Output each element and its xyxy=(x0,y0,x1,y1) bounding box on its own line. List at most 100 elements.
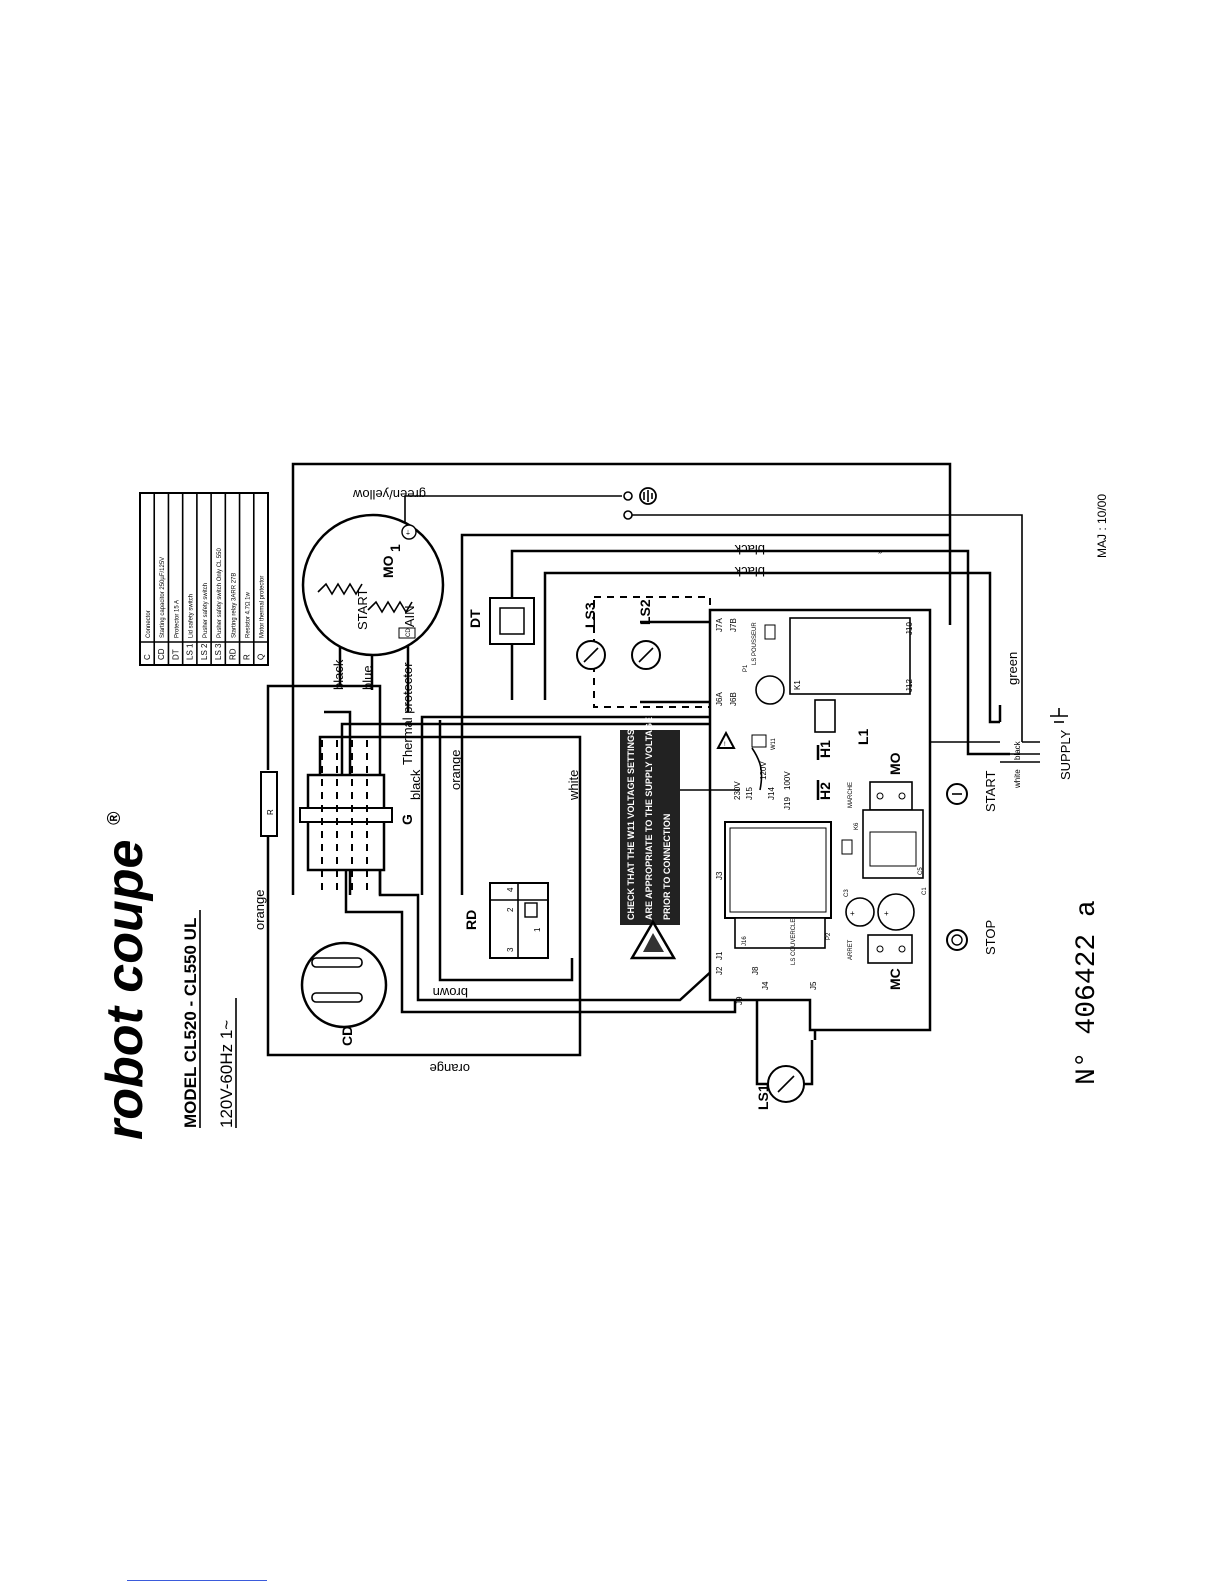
stop-label: STOP xyxy=(983,920,998,955)
legend-code: R xyxy=(243,654,252,660)
ls-switch-box: LS3 LS2 xyxy=(576,596,711,708)
svg-text:J15: J15 xyxy=(745,787,754,800)
warning-line-3: PRIOR TO CONNECTION xyxy=(662,814,672,920)
warning-line-2: ARE APPROPRIATE TO THE SUPPLY VOLTAGE xyxy=(644,717,654,920)
svg-text:black: black xyxy=(1013,740,1022,760)
svg-text:J3: J3 xyxy=(715,871,724,880)
svg-text:MARCHE: MARCHE xyxy=(848,782,854,808)
label-cd: CD xyxy=(339,1026,355,1046)
svg-text:LS COUVERCLE: LS COUVERCLE xyxy=(791,919,797,965)
warning-line-1: CHECK THAT THE W11 VOLTAGE SETTINGS xyxy=(626,729,636,920)
svg-text:blue: blue xyxy=(360,665,375,690)
svg-text:J4: J4 xyxy=(761,981,770,990)
svg-text:C5: C5 xyxy=(918,867,924,875)
svg-text:K1: K1 xyxy=(793,680,802,690)
label-rd: RD xyxy=(463,910,479,930)
supply-label: SUPPLY xyxy=(1058,729,1073,780)
svg-text:H2: H2 xyxy=(817,782,833,800)
svg-text:J5: J5 xyxy=(809,981,818,990)
svg-text:black: black xyxy=(408,769,423,800)
legend-description: Resistor 4.7Ω 1w xyxy=(246,591,252,638)
label-ls1: LS1 xyxy=(755,1084,771,1110)
label-dt: DT xyxy=(467,609,483,628)
svg-text:+: + xyxy=(850,909,855,918)
ground-symbol-top xyxy=(639,487,657,505)
legend-code: Q xyxy=(257,654,266,660)
svg-text:2: 2 xyxy=(506,907,515,912)
document-number: N° 406422 a xyxy=(1072,900,1103,1085)
svg-text:P2: P2 xyxy=(826,932,832,940)
connector-g: G xyxy=(299,740,415,895)
relay-rd: 4 2 1 3 RD xyxy=(463,882,549,959)
svg-text:green: green xyxy=(1005,652,1020,685)
svg-text:J6B: J6B xyxy=(729,692,738,706)
legend-code: LS 2 xyxy=(200,643,209,660)
model-title: MODEL CL520 - CL550 UL xyxy=(181,918,200,1128)
start-label: START xyxy=(983,771,998,812)
capacitor-cd: CD xyxy=(300,941,388,1046)
legend-description: Pusher safety switch Only CL 550 xyxy=(217,548,223,638)
svg-text:!: ! xyxy=(724,742,726,748)
wire-labels: green/yellow black black » black blue Th… xyxy=(252,487,1022,1076)
svg-text:LS POUSSEUR: LS POUSSEUR xyxy=(752,622,758,665)
legend-description: Starting capacitor 250µF/125V xyxy=(160,557,166,638)
svg-text:J14: J14 xyxy=(767,787,776,800)
svg-text:J2: J2 xyxy=(715,966,724,975)
svg-text:white: white xyxy=(566,770,581,801)
svg-text:C1: C1 xyxy=(922,887,928,895)
motor-phase: 1 xyxy=(387,544,403,552)
svg-text:+: + xyxy=(884,909,889,918)
svg-text:L1: L1 xyxy=(855,728,871,745)
legend-code: DT xyxy=(171,649,180,660)
svg-text:120V: 120V xyxy=(759,761,768,780)
legend-description: Starting relay 3ARR 27B xyxy=(231,573,237,638)
svg-text:J16: J16 xyxy=(742,936,748,946)
supply: SUPPLY xyxy=(1050,708,1073,780)
svg-text:J10: J10 xyxy=(905,622,914,635)
label-ls3: LS3 xyxy=(582,602,598,628)
svg-text:J9: J9 xyxy=(735,996,744,1005)
svg-text:MC: MC xyxy=(887,968,903,990)
svg-text:orange: orange xyxy=(430,1061,470,1076)
legend-description: Lid safety switch xyxy=(189,594,195,638)
legend-code: C xyxy=(143,654,152,660)
svg-text:J7A: J7A xyxy=(715,618,724,632)
legend-code: LS 3 xyxy=(214,643,223,660)
svg-text:orange: orange xyxy=(252,890,267,930)
svg-text:orange: orange xyxy=(448,750,463,790)
svg-text:green/yellow: green/yellow xyxy=(352,487,426,502)
legend-description: Pusher safety switch xyxy=(203,583,209,638)
resistor-r: R xyxy=(260,771,278,837)
svg-text:J12: J12 xyxy=(905,679,914,692)
svg-text:brown: brown xyxy=(433,985,468,1000)
svg-text:MO: MO xyxy=(887,752,903,775)
svg-text:J7B: J7B xyxy=(729,618,738,632)
motor-start-label: START xyxy=(355,589,370,630)
footer: N° 406422 a MAJ : 10/00 xyxy=(1072,494,1109,1085)
svg-text:C3: C3 xyxy=(844,889,850,897)
protector-dt: DT xyxy=(467,597,535,645)
motor-code: MO xyxy=(380,555,396,578)
legend-code: CD xyxy=(157,648,166,660)
svg-text:white: white xyxy=(1013,769,1022,789)
legend-description: Protector 15 A xyxy=(174,600,180,638)
legend-description: Connector xyxy=(146,610,152,638)
svg-text:W11: W11 xyxy=(771,737,777,750)
svg-text:100V: 100V xyxy=(783,771,792,790)
svg-text:J6A: J6A xyxy=(715,692,724,706)
svg-text:J8: J8 xyxy=(751,966,760,975)
svg-text:3: 3 xyxy=(506,947,515,952)
supply-rating: 120V-60Hz 1~ xyxy=(217,1020,236,1128)
svg-text:⏚: ⏚ xyxy=(405,530,411,537)
svg-text:black: black xyxy=(734,564,765,579)
legend-code: LS 1 xyxy=(186,643,195,660)
title-block: robot coupe ® MODEL CL520 - CL550 UL 120… xyxy=(96,811,237,1140)
svg-text:1: 1 xyxy=(533,927,542,932)
bottom-rule xyxy=(127,1580,267,1581)
label-g: G xyxy=(399,814,415,825)
control-buttons: START STOP xyxy=(946,771,998,955)
svg-text:H1: H1 xyxy=(817,740,833,758)
brand-logo: robot coupe ® xyxy=(96,811,154,1140)
